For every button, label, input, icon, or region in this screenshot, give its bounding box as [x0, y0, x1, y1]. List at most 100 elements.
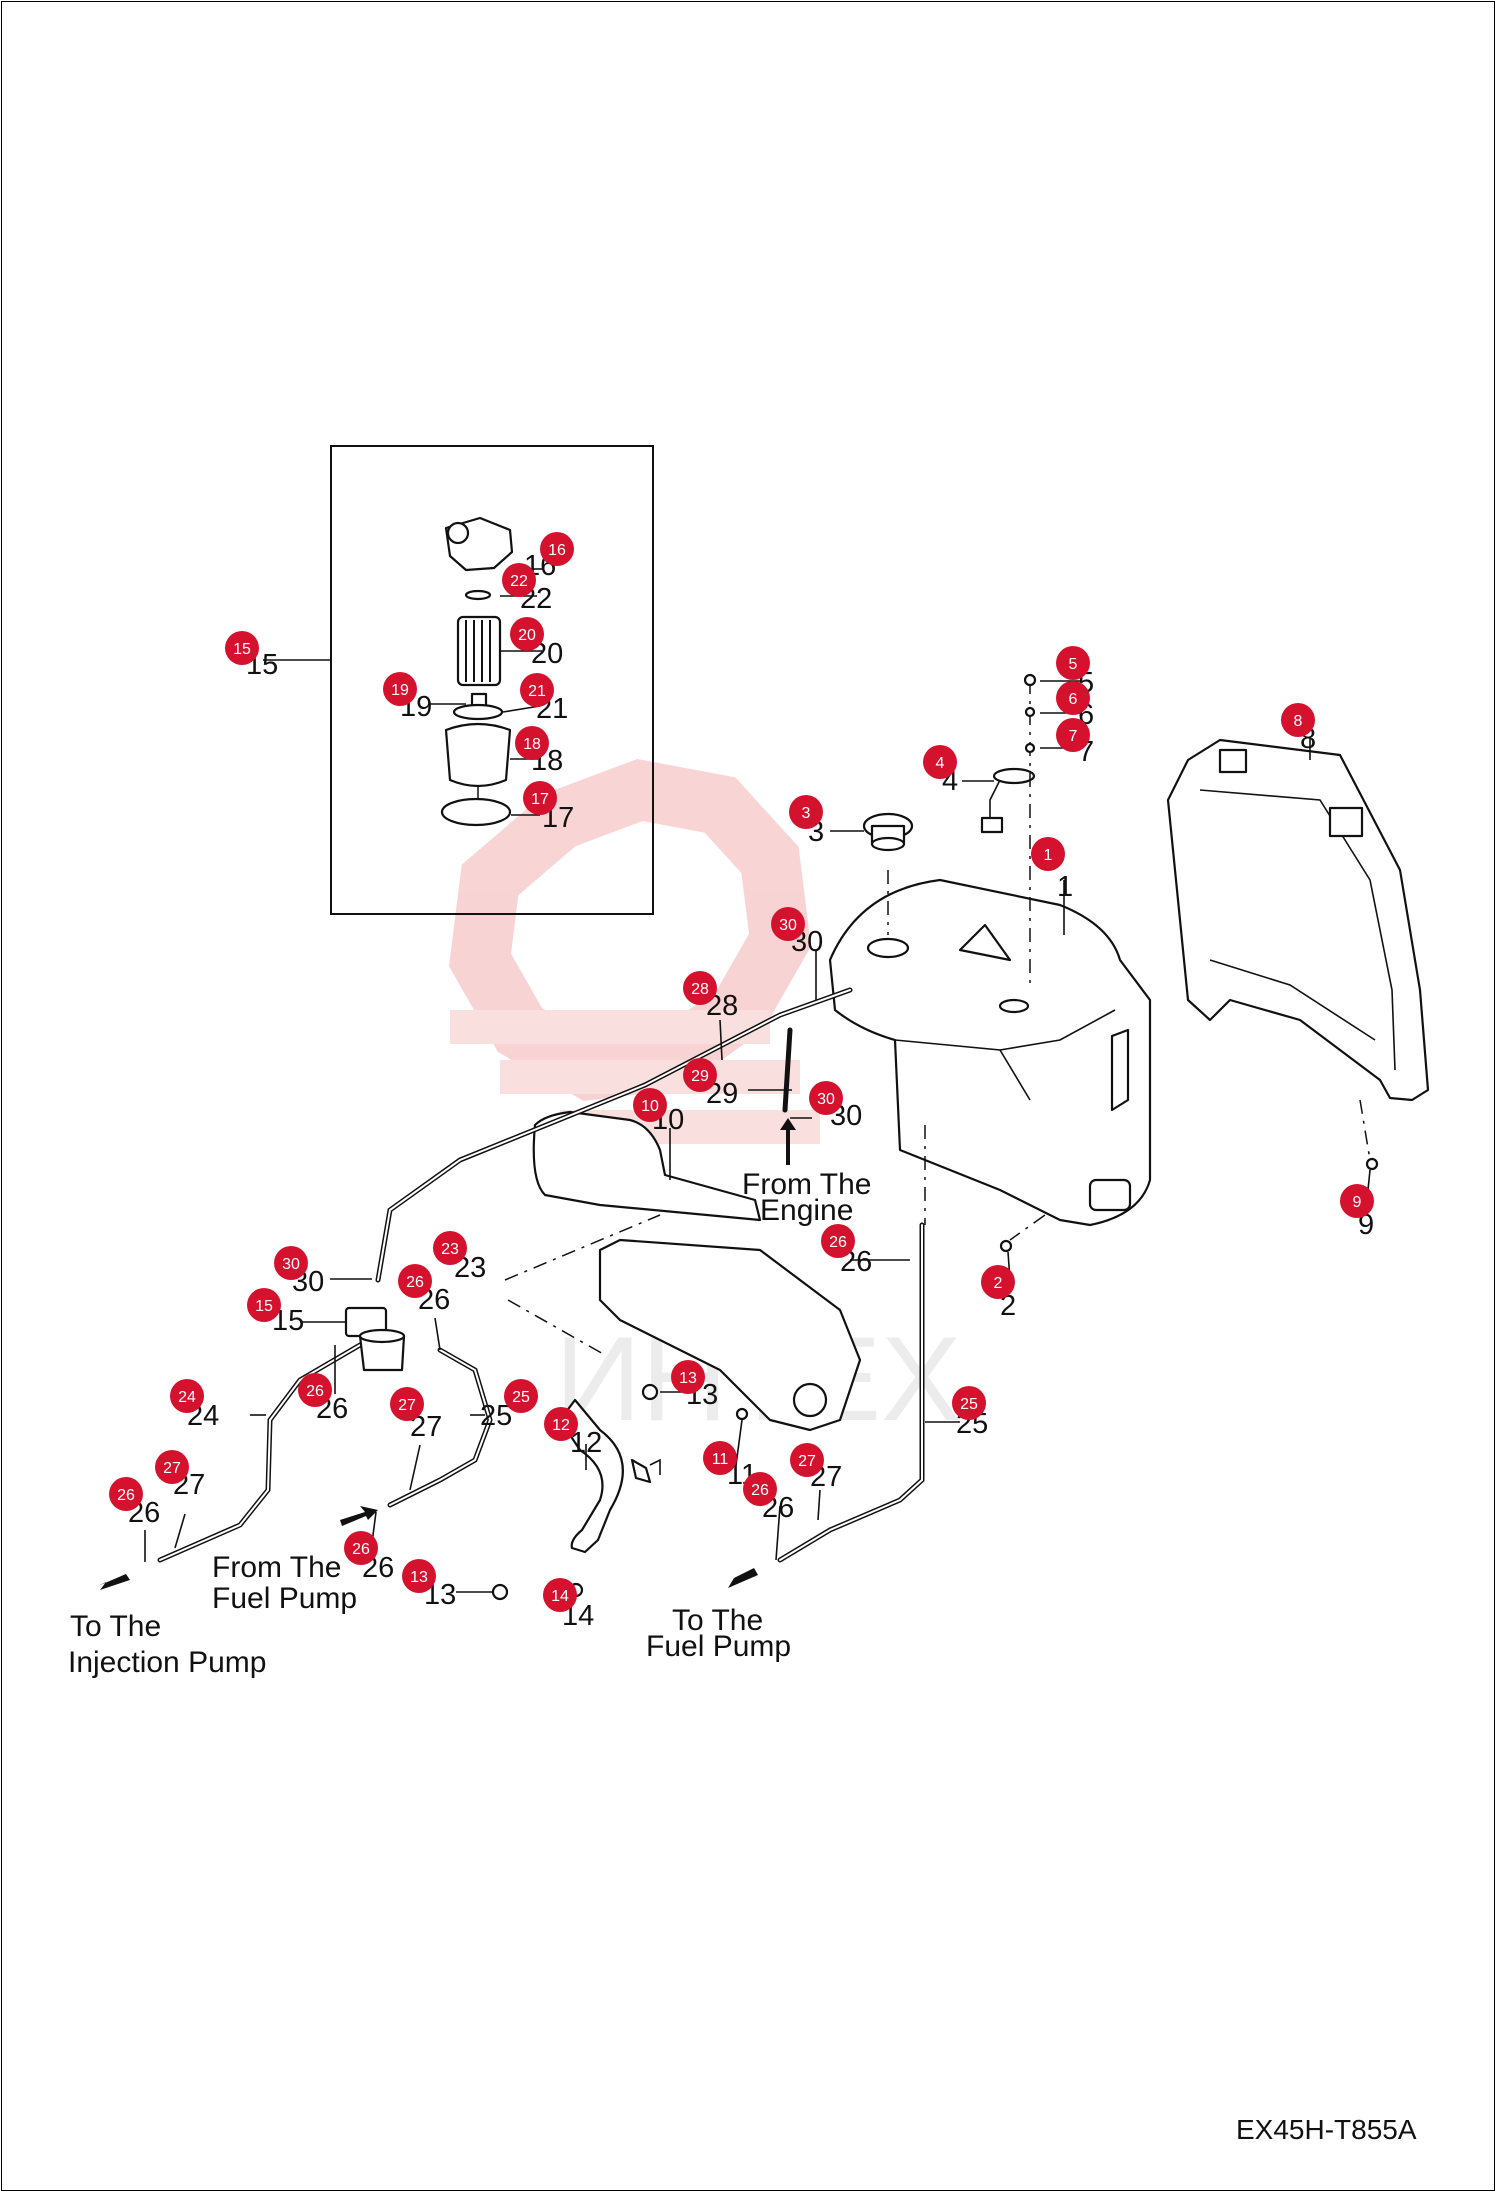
bolt-11: [735, 1407, 749, 1421]
caption-from-fuel-pump-line1: From The: [212, 1551, 341, 1584]
svg-text:13: 13: [410, 1569, 428, 1586]
washer-6: [1024, 706, 1036, 718]
badge-27b: 27: [390, 1387, 424, 1421]
badge-4: 4: [923, 745, 957, 779]
svg-text:22: 22: [510, 573, 528, 590]
washer-7: [1024, 742, 1036, 754]
o-ring-22: [464, 589, 492, 601]
svg-text:17: 17: [531, 791, 549, 808]
filler-neck: [866, 937, 910, 959]
arrow-from-fuel-pump: [340, 1506, 378, 1526]
fuel-sender-4: [980, 767, 1036, 834]
badge-3: 3: [789, 795, 823, 829]
badge-8: 8: [1281, 703, 1315, 737]
fuel-cap-3: [862, 812, 914, 852]
arrow-to-injection-pump: [98, 1574, 130, 1590]
badge-29: 29: [683, 1058, 717, 1092]
caption-to-injection-pump-line1: To The: [70, 1610, 161, 1643]
svg-text:9: 9: [1353, 1194, 1362, 1211]
svg-text:25: 25: [512, 1389, 530, 1406]
badge-26a: 26: [821, 1224, 855, 1258]
badge-6: 6: [1056, 681, 1090, 715]
badge-21: 21: [520, 673, 554, 707]
svg-text:14: 14: [551, 1588, 569, 1605]
callout-badges: 1 2 3 4 5 6 7 8 9 10 11 12 13 13 14 15 1…: [109, 532, 1374, 1612]
badge-26e: 26: [344, 1531, 378, 1565]
badge-25a: 25: [504, 1379, 538, 1413]
svg-text:6: 6: [1069, 691, 1078, 708]
svg-text:27: 27: [163, 1460, 181, 1477]
svg-text:20: 20: [518, 627, 536, 644]
retaining-nut-17: [440, 797, 512, 827]
svg-text:11: 11: [712, 1451, 729, 1468]
svg-text:12: 12: [552, 1417, 570, 1434]
svg-text:3: 3: [802, 805, 811, 822]
svg-text:26: 26: [406, 1274, 424, 1291]
badge-14: 14: [543, 1578, 577, 1612]
badge-23: 23: [433, 1231, 467, 1265]
bolt-13a: [641, 1383, 659, 1401]
badge-13b: 13: [402, 1559, 436, 1593]
svg-text:26: 26: [352, 1541, 370, 1558]
bracket-12: [558, 1398, 624, 1554]
svg-text:16: 16: [548, 542, 566, 559]
badge-20: 20: [510, 617, 544, 651]
svg-text:24: 24: [178, 1389, 196, 1406]
svg-text:10: 10: [641, 1098, 659, 1115]
badge-18: 18: [515, 726, 549, 760]
badge-13a: 13: [671, 1360, 705, 1394]
svg-text:29: 29: [691, 1068, 709, 1085]
badge-11: 11: [703, 1441, 737, 1475]
badge-16: 16: [540, 532, 574, 566]
badge-15b: 15: [247, 1288, 281, 1322]
caption-to-injection-pump-line2: Injection Pump: [68, 1646, 266, 1679]
badge-1: 1: [1031, 837, 1065, 871]
svg-text:1: 1: [1044, 847, 1053, 864]
svg-text:26: 26: [306, 1383, 324, 1400]
badge-28: 28: [683, 971, 717, 1005]
tank-frame-8: [1166, 738, 1430, 1102]
bolt-9: [1365, 1157, 1379, 1171]
svg-text:15: 15: [255, 1298, 273, 1315]
badge-2: 2: [981, 1265, 1015, 1299]
ring-21: [452, 703, 504, 721]
svg-text:27: 27: [398, 1397, 416, 1414]
badge-30a: 30: [771, 907, 805, 941]
drawing-code: EX45H-T855A: [1236, 2114, 1417, 2145]
svg-text:4: 4: [936, 755, 945, 772]
svg-text:30: 30: [779, 917, 797, 934]
flow-captions: From The Engine From The Fuel Pump To Th…: [68, 1168, 871, 1679]
badge-17: 17: [523, 781, 557, 815]
badge-27c: 27: [790, 1443, 824, 1477]
caption-from-engine-line2: Engine: [760, 1194, 853, 1227]
badge-27a: 27: [155, 1450, 189, 1484]
svg-text:30: 30: [817, 1091, 835, 1108]
badge-26b: 26: [398, 1264, 432, 1298]
svg-text:30: 30: [282, 1256, 300, 1273]
badge-9: 9: [1340, 1184, 1374, 1218]
badge-5: 5: [1056, 646, 1090, 680]
bracket-10: [532, 1110, 762, 1222]
bolt-13b: [491, 1583, 509, 1601]
badge-26d: 26: [109, 1477, 143, 1511]
badge-10: 10: [633, 1088, 667, 1122]
svg-text:18: 18: [523, 736, 541, 753]
bolt-2: [999, 1239, 1013, 1253]
svg-text:15: 15: [233, 641, 251, 658]
protector-plate: [598, 1238, 862, 1432]
badge-19: 19: [383, 672, 417, 706]
svg-text:23: 23: [441, 1241, 459, 1258]
svg-text:13: 13: [679, 1370, 697, 1387]
caption-from-engine-line1: From The: [742, 1168, 871, 1201]
badge-26c: 26: [298, 1373, 332, 1407]
label-1: 1: [1057, 871, 1073, 903]
badge-15a: 15: [225, 631, 259, 665]
filter-head: [444, 516, 514, 572]
svg-text:26: 26: [829, 1234, 847, 1251]
filter-bowl-18: [444, 722, 512, 788]
badge-7: 7: [1056, 718, 1090, 752]
svg-text:26: 26: [117, 1487, 135, 1504]
arrow-from-engine: [780, 1118, 796, 1165]
